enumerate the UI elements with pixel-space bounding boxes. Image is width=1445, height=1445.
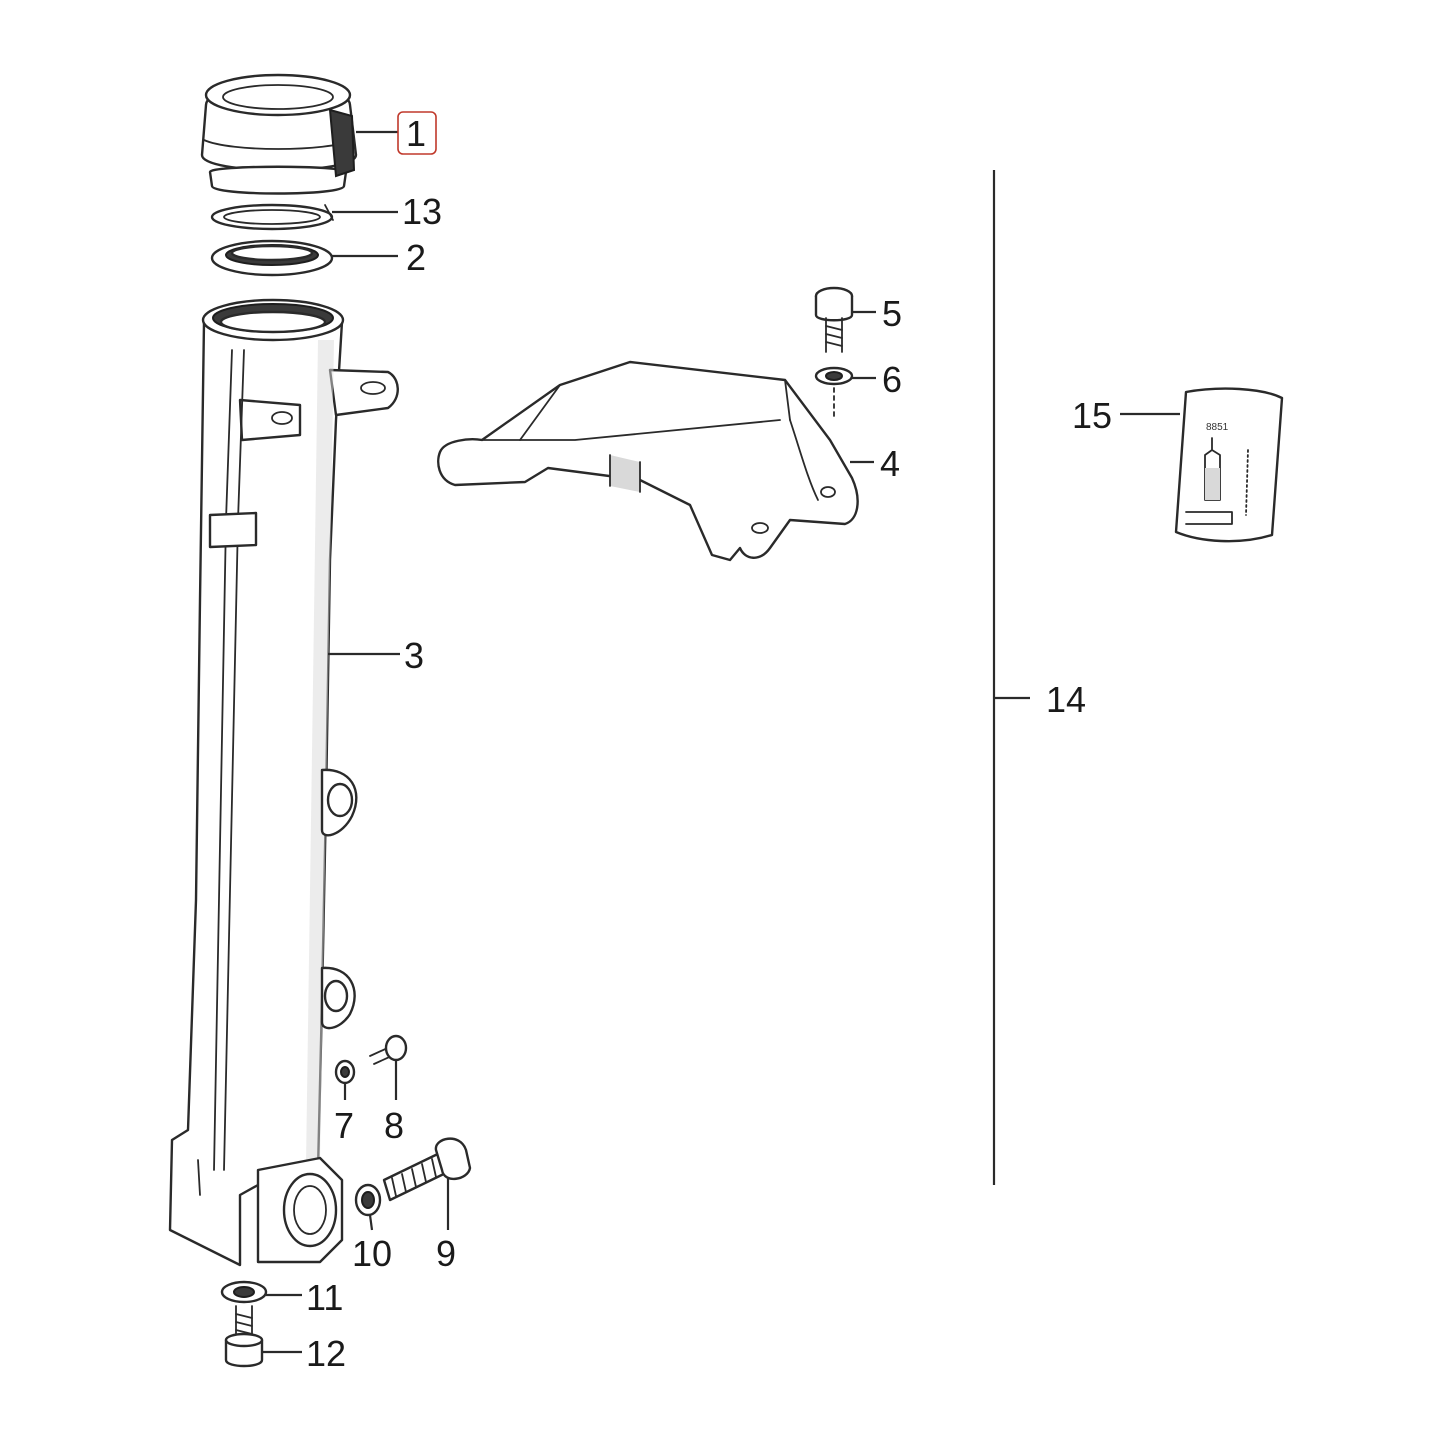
callout-10[interactable]: 10 — [352, 1233, 392, 1274]
seal-ring-part[interactable] — [210, 239, 334, 277]
callout-14[interactable]: 14 — [1046, 679, 1086, 720]
callout-12[interactable]: 12 — [306, 1333, 346, 1374]
circlip-part[interactable] — [210, 203, 334, 231]
screw-part-8[interactable] — [369, 1034, 408, 1065]
leader-lines — [262, 130, 1180, 1354]
callout-5[interactable]: 5 — [882, 293, 902, 334]
washer-part-7[interactable] — [334, 1059, 356, 1085]
callout-3[interactable]: 3 — [404, 635, 424, 676]
information-label-part[interactable]: 8851 — [1174, 387, 1284, 543]
callout-6[interactable]: 6 — [882, 359, 902, 400]
callout-9[interactable]: 9 — [436, 1233, 456, 1274]
washer-part-10[interactable] — [354, 1183, 382, 1217]
callout-4[interactable]: 4 — [880, 443, 900, 484]
callout-8[interactable]: 8 — [384, 1105, 404, 1146]
axle-clamp-bolt-part[interactable] — [382, 1137, 472, 1202]
screw-part-5[interactable] — [814, 286, 854, 353]
assembly-bracket-part — [992, 170, 1030, 1185]
bearing-cap-part[interactable] — [200, 73, 358, 195]
decal-text: 8851 — [1206, 422, 1229, 433]
drain-screw-part[interactable] — [224, 1305, 264, 1368]
callout-11[interactable]: 11 — [306, 1277, 343, 1318]
callout-15[interactable]: 15 — [1072, 395, 1112, 436]
washer-part-11[interactable] — [220, 1280, 268, 1304]
callout-13[interactable]: 13 — [402, 191, 442, 232]
fork-slider-tube-part[interactable] — [168, 298, 399, 1267]
callout-1-highlight-box — [397, 111, 437, 155]
callout-7[interactable]: 7 — [334, 1105, 354, 1146]
callout-2[interactable]: 2 — [406, 237, 426, 278]
fender-bracket-part[interactable] — [437, 360, 859, 562]
washer-part-6[interactable] — [814, 366, 854, 386]
callout-1[interactable]: 1 — [406, 113, 426, 154]
